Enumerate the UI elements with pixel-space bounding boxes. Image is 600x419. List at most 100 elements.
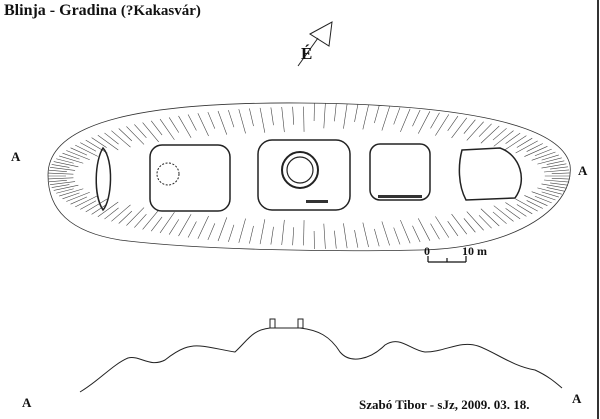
hachure-line bbox=[466, 121, 484, 141]
hachure-line bbox=[238, 109, 246, 134]
hachure-line bbox=[550, 166, 568, 170]
hachure-line bbox=[53, 161, 79, 168]
hachure-line bbox=[537, 187, 562, 195]
hachure-line bbox=[53, 184, 79, 191]
north-arrow bbox=[297, 21, 333, 67]
hachure-line bbox=[48, 177, 74, 180]
hachure-line bbox=[334, 230, 337, 249]
hachure-line bbox=[104, 207, 119, 220]
section-label-plan-left: A bbox=[11, 149, 21, 164]
hachure-line bbox=[51, 184, 70, 188]
hachure-line bbox=[400, 108, 411, 133]
hachure-line bbox=[323, 223, 326, 249]
hachure-line bbox=[546, 187, 565, 192]
hachure-line bbox=[515, 198, 538, 212]
hachure-line bbox=[492, 128, 507, 141]
hachures bbox=[48, 103, 570, 249]
hachure-line bbox=[111, 130, 131, 148]
site-outline bbox=[47, 102, 571, 252]
hachure-line bbox=[354, 104, 359, 123]
hachure-line bbox=[505, 135, 527, 150]
hachure-line bbox=[168, 117, 180, 133]
hachure-line bbox=[435, 216, 450, 238]
hachure-line bbox=[48, 179, 67, 183]
hachure-line bbox=[292, 106, 295, 125]
cistern-small bbox=[156, 162, 180, 186]
hachure-line bbox=[150, 216, 163, 232]
hachure-line bbox=[531, 191, 556, 201]
hachure-line bbox=[238, 218, 246, 243]
hachure-line bbox=[217, 110, 228, 135]
hachure-line bbox=[142, 122, 159, 143]
hachure-line bbox=[97, 201, 119, 218]
hachure-line bbox=[91, 137, 107, 148]
hachure-line bbox=[150, 120, 163, 136]
hachure-line bbox=[48, 172, 74, 175]
hachure-line bbox=[551, 172, 570, 174]
hachure-line bbox=[59, 188, 84, 197]
hachure-line bbox=[281, 106, 285, 133]
scale-start: 0 bbox=[424, 244, 430, 258]
hachure-line bbox=[480, 125, 500, 144]
profile-wall-2 bbox=[297, 318, 304, 329]
hachure-line bbox=[524, 195, 548, 206]
enclosure-2 bbox=[149, 144, 231, 212]
hachure-line bbox=[51, 164, 70, 168]
hachure-line bbox=[197, 113, 209, 137]
hachure-line bbox=[505, 202, 527, 217]
hachure-line bbox=[551, 178, 570, 180]
drawing-title: Blinja - Gradina(?Kakasvár) bbox=[4, 2, 201, 19]
hachure-line bbox=[531, 151, 556, 161]
enclosure-3 bbox=[257, 139, 351, 211]
hachure-line bbox=[412, 225, 421, 243]
hachure-line bbox=[228, 224, 235, 243]
hachure-line bbox=[546, 160, 565, 165]
hachure-line bbox=[451, 213, 468, 235]
hachure-line bbox=[362, 222, 369, 248]
hachure-line bbox=[187, 114, 197, 131]
hachure-line bbox=[217, 217, 228, 242]
hachure-line bbox=[259, 107, 266, 133]
hachure-line bbox=[323, 103, 326, 129]
hachure-line bbox=[534, 148, 552, 157]
hachure-line bbox=[50, 167, 76, 171]
hachure-line bbox=[447, 115, 459, 132]
hachure-line bbox=[126, 126, 145, 145]
wall-fragment-1 bbox=[306, 200, 328, 203]
hachure-line bbox=[70, 147, 88, 156]
scale-bar bbox=[427, 256, 467, 263]
hachure-line bbox=[303, 106, 305, 132]
north-label: É bbox=[301, 44, 313, 63]
hachure-line bbox=[197, 215, 209, 239]
hachure-line bbox=[75, 195, 98, 208]
hachure-line bbox=[393, 227, 401, 245]
hachure-line bbox=[187, 221, 197, 238]
hachure-line bbox=[66, 150, 90, 161]
profile-section bbox=[79, 327, 563, 393]
hachure-line bbox=[541, 191, 559, 198]
hachure-line bbox=[66, 191, 90, 202]
hachure-line bbox=[259, 219, 266, 245]
hachure-line bbox=[543, 179, 570, 183]
scale-end: 10 m bbox=[462, 244, 487, 258]
hachure-line bbox=[142, 209, 159, 230]
hachure-line bbox=[463, 119, 476, 134]
hachure-line bbox=[85, 198, 108, 213]
hachure-line bbox=[48, 169, 67, 173]
hachure-line bbox=[62, 192, 80, 200]
hachure-line bbox=[516, 137, 533, 148]
hachure-line bbox=[104, 132, 119, 145]
hachure-line bbox=[159, 212, 175, 234]
enclosure-5 bbox=[458, 147, 523, 201]
section-label-profile-left: A bbox=[22, 395, 32, 410]
hachure-line bbox=[80, 142, 97, 152]
hachure-line bbox=[516, 204, 533, 215]
hachure-line bbox=[417, 218, 431, 241]
hachure-line bbox=[134, 124, 147, 139]
hachure-line bbox=[505, 208, 521, 220]
hachure-line bbox=[374, 105, 380, 124]
hachure-line bbox=[541, 183, 567, 189]
hachure-line bbox=[493, 130, 514, 147]
hachure-line bbox=[430, 223, 440, 240]
